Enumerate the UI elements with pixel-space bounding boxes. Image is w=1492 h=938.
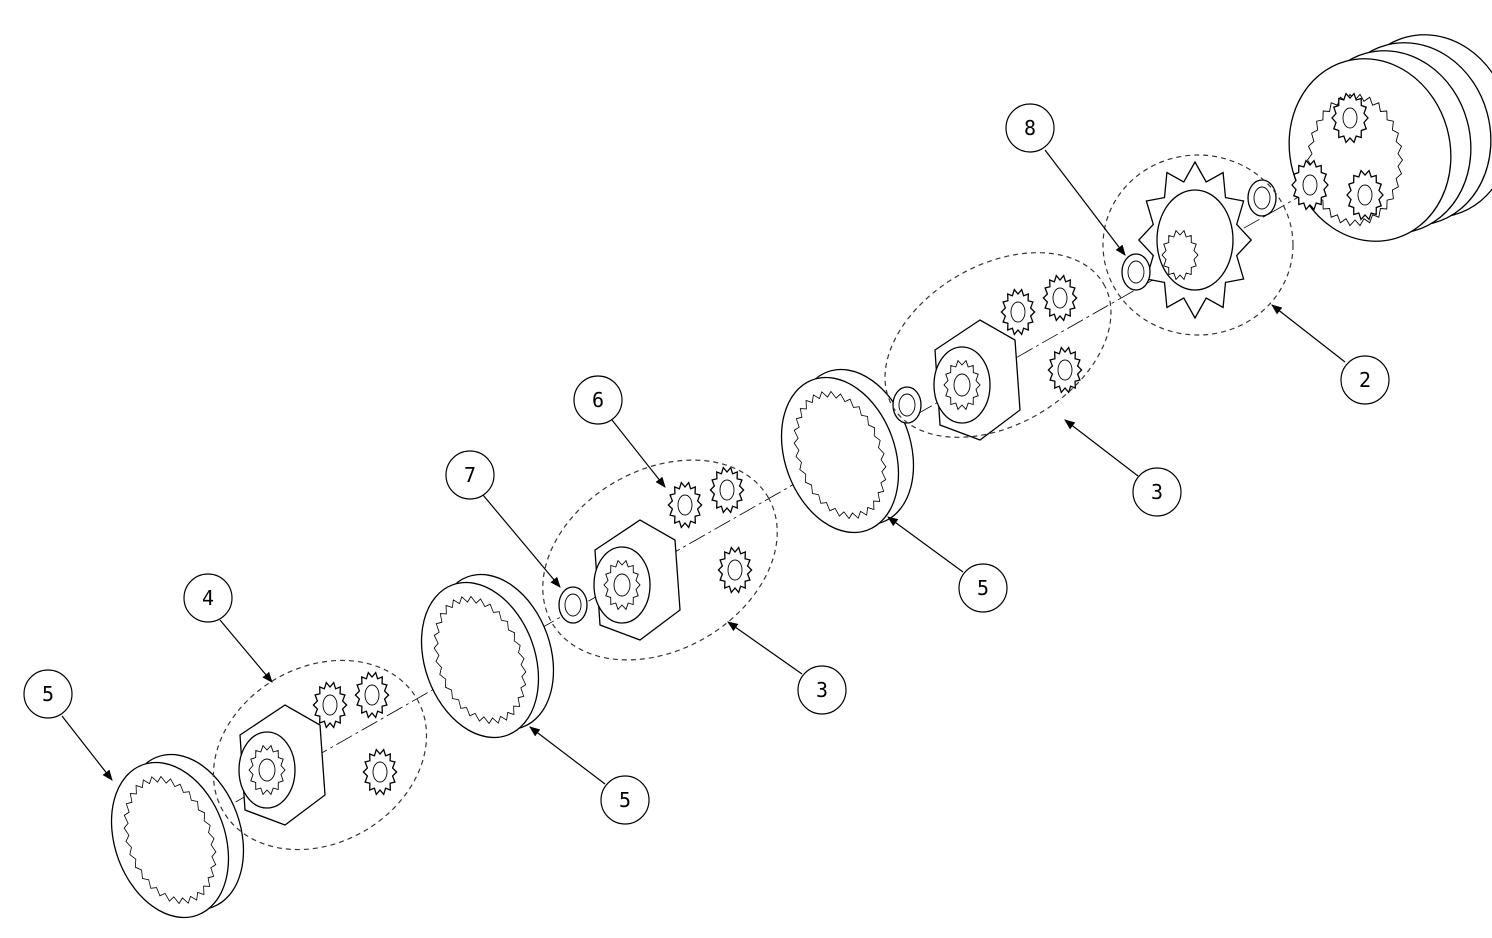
callout-4: 4 [183,573,233,623]
leader-3a [1064,419,1139,477]
group-boundary-4 [212,659,428,851]
callout-7: 7 [445,450,495,500]
center-axis [159,144,1391,846]
callout-label: 5 [619,788,631,812]
planet-gear [312,681,348,729]
callout-5-left: 5 [23,669,73,719]
callout-5-upper: 5 [958,563,1008,613]
callout-6: 6 [573,375,623,425]
callout-label: 8 [1024,116,1036,140]
planet-carrier-3-upper [933,319,1021,441]
callout-label: 5 [977,576,989,600]
callout-label: 3 [816,678,828,702]
planet-gear [354,671,390,719]
leader-8 [1044,149,1126,256]
group-boundary-3-upper [884,252,1112,438]
leader-7 [482,494,561,588]
ring-gear-5-lower [420,573,555,739]
planet-gear-6 [667,481,703,529]
callout-2: 2 [1340,355,1390,405]
callout-3-upper: 3 [1132,467,1182,517]
planet-carrier-4 [238,704,326,826]
leader-6 [611,419,666,488]
leader-2 [1271,304,1346,363]
planet-gear [717,546,753,594]
callout-3-lower: 3 [797,665,847,715]
planet-carrier-3-lower [593,519,681,641]
callout-label: 2 [1359,368,1371,392]
ring-gear-5-left [110,753,245,919]
planet-gear [1000,288,1036,336]
planet-gear [1047,346,1083,394]
washer [892,386,922,424]
callout-label: 7 [464,463,476,487]
callout-label: 6 [592,388,604,412]
washer-7 [558,586,588,624]
group-boundary-2 [1102,154,1294,336]
leader-4 [219,619,273,683]
washer [1247,179,1277,217]
callout-label: 3 [1151,480,1163,504]
planet-gear [1042,274,1078,322]
callout-label: 5 [42,682,54,706]
leader-3b [727,621,803,675]
output-carrier-2 [1137,160,1253,320]
gearbox-housing [1288,34,1492,242]
callout-5-lower: 5 [600,775,650,825]
washer-8 [1121,253,1151,291]
callout-8: 8 [1005,103,1055,153]
group-boundary-3-lower [542,459,778,661]
parts-layer [110,34,1492,919]
ring-gear-5-upper [780,368,915,534]
planet-gear [362,748,398,796]
leader-5c [529,726,606,785]
leader-5b [61,715,113,781]
leader-5a [887,516,964,573]
planet-gear [709,466,745,514]
callout-label: 4 [202,586,214,610]
